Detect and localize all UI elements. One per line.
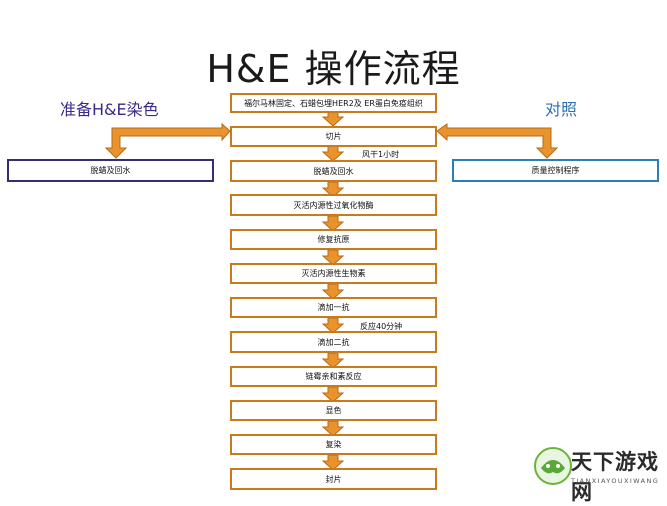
watermark-sub: TIANXIAYOUXIWANG: [571, 477, 660, 485]
left-heading: 准备H&E染色: [60, 100, 159, 119]
watermark-logo: 天下游戏网 TIANXIAYOUXIWANG: [533, 444, 663, 504]
step-primary-antibody: 滴加一抗: [230, 297, 437, 318]
page-title: H&E 操作流程: [206, 47, 461, 91]
arrow-down-2: [322, 145, 344, 162]
note-reaction-time: 反应40分钟: [360, 322, 403, 331]
step-section: 切片: [230, 126, 437, 147]
step-color: 显色: [230, 400, 437, 421]
arrow-left-branch: [104, 122, 231, 159]
step-secondary-antibody: 滴加二抗: [230, 331, 437, 353]
step-counterstain: 复染: [230, 434, 437, 455]
right-heading: 对照: [545, 100, 578, 119]
step-peroxidase: 灭活内源性过氧化物酶: [230, 194, 437, 216]
left-dewax-box: 脱蜡及回水: [7, 159, 214, 182]
step-streptavidin: 链霉亲和素反应: [230, 366, 437, 387]
step-biotin: 灭活内源性生物素: [230, 263, 437, 284]
arrow-down-1: [322, 110, 344, 127]
watermark-name: 天下游戏网: [571, 450, 659, 504]
note-air-dry: 风干1小时: [362, 150, 400, 159]
step-mount: 封片: [230, 468, 437, 490]
step-dewax: 脱蜡及回水: [230, 160, 437, 182]
game-controller-icon: [534, 447, 572, 485]
quality-control-box: 质量控制程序: [452, 159, 659, 182]
arrow-right-branch: [436, 123, 559, 159]
step-antigen-repair: 修复抗原: [230, 229, 437, 250]
step-fix-embed: 福尔马林固定、石蜡包埋HER2及 ER蛋白免疫组织: [230, 93, 437, 113]
